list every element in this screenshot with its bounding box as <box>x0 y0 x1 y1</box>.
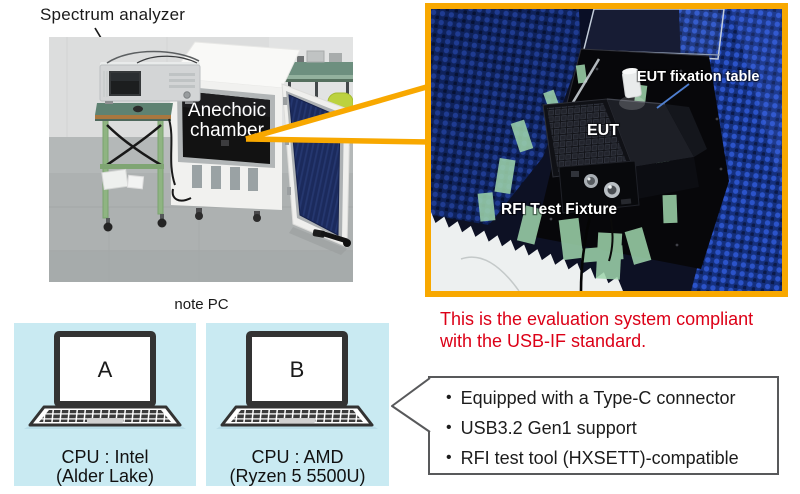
eut-label: EUT <box>587 122 619 139</box>
cable-arm <box>312 229 351 247</box>
chamber-interior-photo: EUT fixation table EUT RFI Test Fixture <box>431 8 782 292</box>
feature-item-3-text: RFI test tool (HXSETT)-compatible <box>460 447 739 468</box>
anechoic-chamber-label-line1: Anechoic <box>188 100 266 121</box>
lab-photo: Anechoic chamber <box>49 37 353 282</box>
rfi-fixture <box>558 160 640 214</box>
bullet-icon: • <box>446 419 452 436</box>
foam-wall-left <box>431 9 581 225</box>
rfi-test-fixture-label: RFI Test Fixture <box>501 201 617 218</box>
feature-item-1-text: Equipped with a Type-C connector <box>460 387 736 408</box>
note-pc-title: note PC <box>174 296 229 313</box>
laptop-a-cpu-line1: CPU : Intel <box>61 447 149 467</box>
eut-fixation-table-label: EUT fixation table <box>637 69 759 85</box>
bubble-tail <box>391 377 431 433</box>
spectrum-analyzer-label: Spectrum analyzer <box>40 5 186 24</box>
chamber-interior-photo-frame: EUT fixation table EUT RFI Test Fixture <box>425 3 788 297</box>
laptop-b-screen-label: B <box>290 357 305 382</box>
feature-item-2-text: USB3.2 Gen1 support <box>460 417 637 438</box>
feature-item-2: • USB3.2 Gen1 support <box>446 413 777 443</box>
anechoic-chamber-label-line2: chamber <box>190 120 265 141</box>
zoom-callout-wedge <box>245 83 431 145</box>
evaluation-caption-line1: This is the evaluation system compliant <box>440 309 754 329</box>
laptop-b-cpu-line2: (Ryzen 5 5500U) <box>229 466 366 486</box>
evaluation-caption-line2: with the USB-IF standard. <box>440 331 647 351</box>
laptop-b-cpu-line1: CPU : AMD <box>251 447 344 467</box>
laptop-a-screen-label: A <box>98 357 113 382</box>
foam-sawtooth-edge <box>431 212 623 291</box>
bullet-icon: • <box>446 389 452 406</box>
laptop-card-a: A CPU : Intel (Alder Lake) <box>14 323 196 486</box>
fixation-table-pointer-line <box>656 83 690 109</box>
feature-item-1: • Equipped with a Type-C connector <box>446 383 777 413</box>
bullet-icon: • <box>446 449 452 466</box>
white-probe <box>622 67 642 99</box>
spectrum-analyzer-graphic <box>99 50 201 104</box>
eut-device <box>542 98 707 199</box>
laptop-a-graphic: A <box>24 331 186 429</box>
laptop-b-graphic: B <box>216 331 378 429</box>
laptop-card-b: B CPU : AMD (Ryzen 5 5500U) <box>206 323 389 486</box>
anechoic-chamber-box: Anechoic chamber <box>169 41 301 222</box>
instrument-cart <box>95 103 176 232</box>
feature-callout-bubble: • Equipped with a Type-C connector • USB… <box>428 376 779 475</box>
laptop-a-cpu-line2: (Alder Lake) <box>55 466 155 486</box>
evaluation-caption: This is the evaluation system compliant … <box>440 308 796 352</box>
feature-item-3: • RFI test tool (HXSETT)-compatible <box>446 443 777 473</box>
